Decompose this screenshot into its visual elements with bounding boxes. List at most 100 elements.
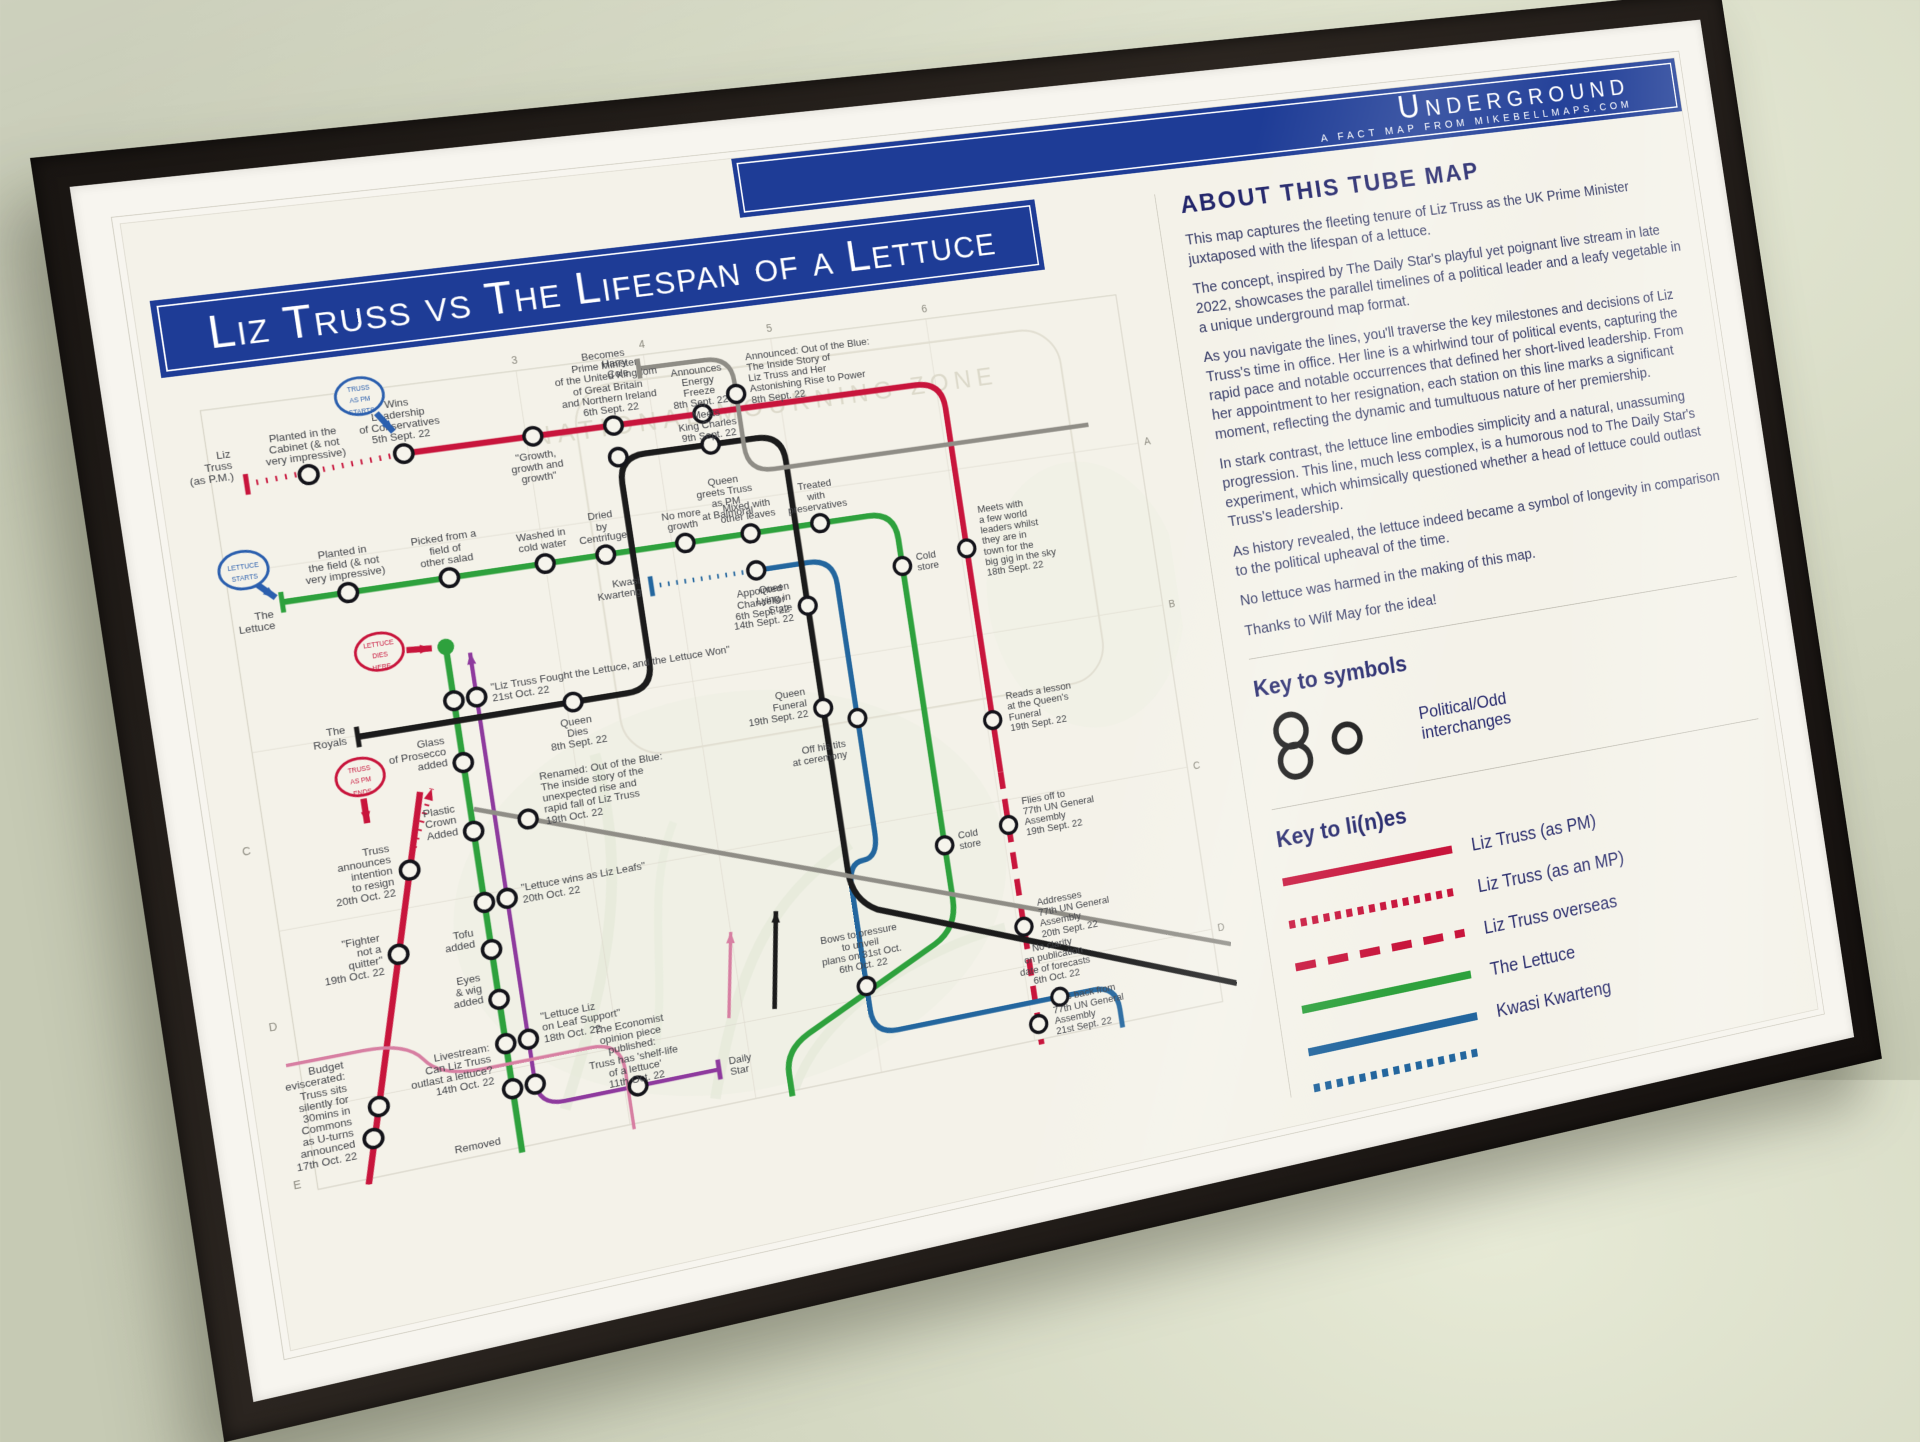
- station-label: Queengreets Trussas PMat Balmoral: [694, 472, 756, 523]
- interchange-label: Political/Odd interchanges: [1417, 674, 1590, 743]
- station: [463, 821, 484, 842]
- station-label: Trussannouncesintentionto resign20th Oct…: [329, 843, 397, 910]
- info-column: About this tube map This map captures th…: [1154, 135, 1798, 1098]
- continuation-arrow: [716, 932, 743, 1018]
- grid-letter: A: [1143, 436, 1151, 448]
- station-label: Budgeteviscerated:Truss sitssilently for…: [282, 1059, 358, 1174]
- station: [848, 708, 867, 728]
- station: [363, 1128, 384, 1149]
- line-path: [651, 570, 756, 586]
- station-label: KwasiKwarteng: [595, 575, 642, 604]
- station: [466, 687, 487, 707]
- station-label: Livestream:Can Liz Trussoutlast a lettuc…: [407, 1042, 495, 1103]
- photo-scene: Underground A FACT MAP FROM MIKEBELLMAPS…: [0, 0, 1920, 1080]
- station: [444, 691, 465, 711]
- station: [489, 989, 510, 1010]
- station-label: "Lettuce wins as Liz Leafs"20th Oct. 22: [520, 860, 648, 905]
- legend-label: Liz Truss overseas: [1482, 891, 1618, 939]
- grid-letter: C: [241, 845, 251, 858]
- station-label: No moregrowth: [661, 507, 703, 535]
- station-label: DailyStar: [728, 1052, 754, 1079]
- legend-swatch: [1301, 970, 1471, 1013]
- arrow-head: [423, 789, 434, 803]
- station-label: AnnouncesEnergyFreeze8th Sept. 22: [668, 361, 729, 412]
- station-label: Flies off to77th UN GeneralAssembly19th …: [1021, 783, 1098, 838]
- legend-swatch: [1308, 1012, 1478, 1056]
- legend-swatch: [1289, 887, 1459, 929]
- station-label: QueenFuneral19th Sept. 22: [745, 687, 809, 730]
- station-label: Planted inthe field (& notvery impressiv…: [301, 541, 386, 587]
- station: [388, 944, 409, 965]
- station-label: Off his titsat ceremony: [790, 738, 848, 769]
- gridline: [643, 355, 755, 1099]
- station: [523, 427, 543, 447]
- station: [983, 710, 1002, 729]
- station-label: Tofuadded: [443, 927, 476, 955]
- station-label: Coldstore: [915, 548, 940, 573]
- station-label: PlasticCrownAdded: [422, 803, 459, 842]
- grid-number: 3: [511, 355, 519, 367]
- station: [893, 556, 912, 575]
- station-label: Removed: [454, 1136, 502, 1157]
- station: [481, 939, 502, 960]
- grid-letter: E: [293, 1179, 302, 1192]
- legend-label: Liz Truss (as PM): [1470, 811, 1597, 856]
- station-label: Washed incold water: [515, 526, 568, 556]
- line-terminus-tick: [648, 576, 656, 596]
- station-label: QueenDies8th Sept. 22: [547, 711, 608, 754]
- about-paragraphs: This map captures the fleeting tenure of…: [1184, 172, 1734, 641]
- grid-number: 6: [921, 304, 928, 316]
- station: [814, 698, 833, 718]
- station: [453, 752, 474, 772]
- station-label: Coldstore: [957, 827, 982, 853]
- station: [741, 524, 760, 543]
- station: [399, 860, 420, 881]
- station: [726, 384, 745, 403]
- station: [604, 416, 624, 435]
- station-label: Meets witha few worldleaders whilstthey …: [977, 494, 1059, 578]
- station-label: Planted in theCabinet (& notvery impress…: [262, 424, 347, 469]
- station-label: DriedbyCentrifuge: [575, 507, 628, 547]
- legend-label: The Lettuce: [1489, 942, 1577, 980]
- station-label: Picked from afield ofother salad: [410, 528, 481, 571]
- station: [1051, 987, 1069, 1007]
- station: [474, 892, 495, 913]
- station-label: "Growth,growth andgrowth": [509, 447, 566, 488]
- legend-label: Liz Truss (as an MP): [1476, 847, 1625, 897]
- station: [496, 1033, 517, 1054]
- station-label: LizTruss(as P.M.): [186, 448, 235, 488]
- station-label: Glassof Proseccoadded: [387, 735, 449, 778]
- legend-swatch: [1282, 845, 1452, 886]
- station-label: Reads a lessonat the Queen'sFuneral19th …: [1005, 680, 1077, 733]
- station: [368, 1096, 389, 1117]
- station-label: Eyes& wigadded: [450, 972, 485, 1012]
- station: [608, 447, 628, 466]
- grid-number: 5: [766, 323, 773, 335]
- station: [798, 596, 817, 615]
- line-terminus-dot: [436, 638, 455, 657]
- station: [497, 888, 517, 909]
- station-label: "Fighternot aquitter"19th Oct. 22: [319, 932, 386, 989]
- station: [439, 568, 460, 588]
- station: [747, 561, 766, 580]
- interchange-symbols-icon: [1257, 688, 1409, 792]
- station: [935, 835, 954, 855]
- station: [502, 1078, 523, 1099]
- station: [1029, 1014, 1047, 1034]
- grid-letter: B: [1168, 598, 1176, 610]
- station: [518, 1029, 538, 1050]
- station: [1015, 917, 1033, 937]
- station: [535, 554, 555, 574]
- arrow-head: [419, 643, 432, 654]
- tube-map-poster: Underground A FACT MAP FROM MIKEBELLMAPS…: [121, 58, 1818, 1350]
- legend-swatch: [1295, 928, 1465, 971]
- grid-number: 4: [638, 339, 646, 351]
- station-label: Bows to pressureto unveilplans on 31st O…: [818, 921, 904, 980]
- station-label: TheLettuce: [236, 609, 276, 638]
- grid-letter: C: [1192, 760, 1200, 772]
- station-label: Renamed: Out of the Blue:The inside stor…: [538, 751, 669, 827]
- station: [596, 545, 616, 565]
- station: [525, 1074, 545, 1095]
- grid-letter: D: [1217, 922, 1225, 934]
- station: [393, 444, 414, 464]
